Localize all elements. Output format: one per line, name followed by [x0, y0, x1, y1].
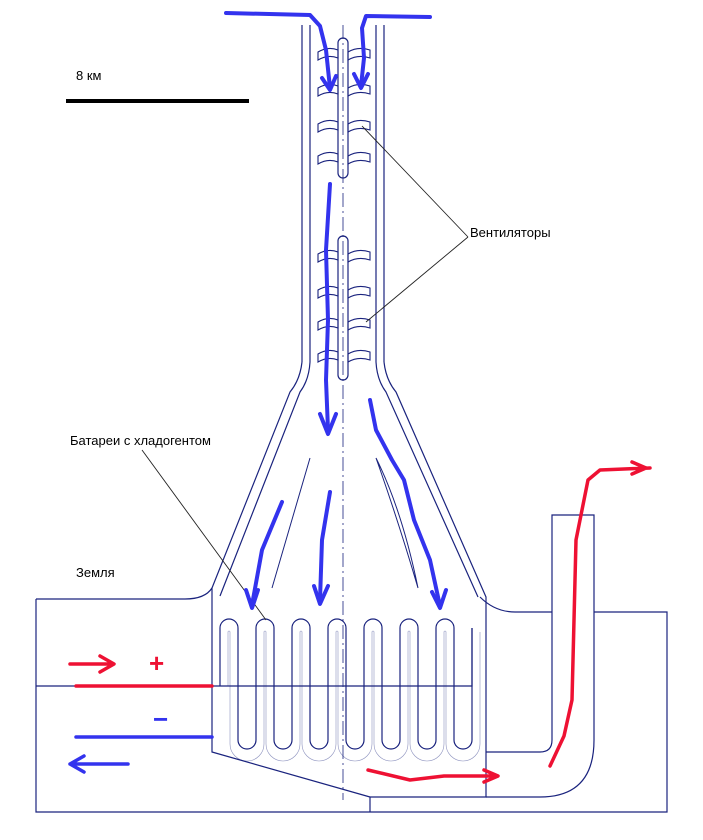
air-in-left — [224, 11, 332, 90]
minus-sign: − — [153, 704, 168, 734]
fan-3 — [317, 119, 371, 133]
coolant-lines — [68, 460, 652, 784]
outlet-duct — [369, 514, 595, 812]
fan-4 — [317, 151, 371, 165]
hot-outlet-up — [548, 460, 652, 768]
hot-supply-arrow — [68, 654, 116, 674]
fan-8 — [317, 349, 371, 363]
coolant-battery — [36, 618, 481, 762]
batteries-label: Батареи с хладогентом — [70, 433, 211, 448]
air-left-2 — [318, 490, 332, 602]
guide-vanes — [271, 457, 419, 589]
fan-6 — [317, 285, 371, 299]
scale-label: 8 км — [76, 68, 102, 83]
plus-sign: + — [149, 648, 164, 678]
hot-outlet-bottom — [366, 768, 500, 784]
earth-label: Земля — [76, 565, 115, 580]
fan-7 — [317, 317, 371, 331]
air-down-shaft — [324, 182, 332, 432]
air-flow — [224, 11, 448, 610]
ground-structure — [35, 587, 668, 813]
cold-return-arrow — [68, 754, 130, 774]
air-right-diagonal — [368, 398, 442, 608]
air-left-1 — [250, 500, 284, 607]
fans-label: Вентиляторы — [470, 225, 551, 240]
fans — [317, 47, 371, 363]
scale: 8 км — [66, 68, 249, 103]
air-in-right — [359, 14, 432, 88]
leader-lines — [141, 125, 469, 621]
tower — [211, 25, 487, 800]
